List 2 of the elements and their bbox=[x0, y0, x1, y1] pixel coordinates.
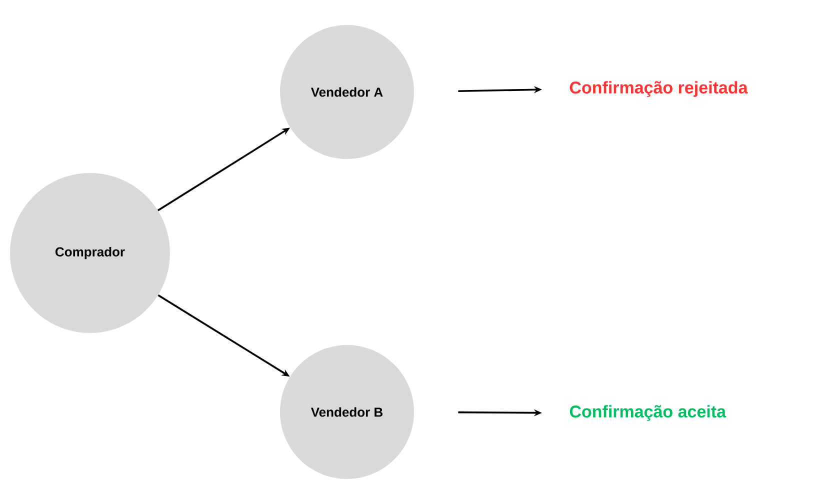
status-text: Confirmação aceita bbox=[570, 405, 726, 421]
status-text: Confirmação rejeitada bbox=[570, 81, 748, 97]
